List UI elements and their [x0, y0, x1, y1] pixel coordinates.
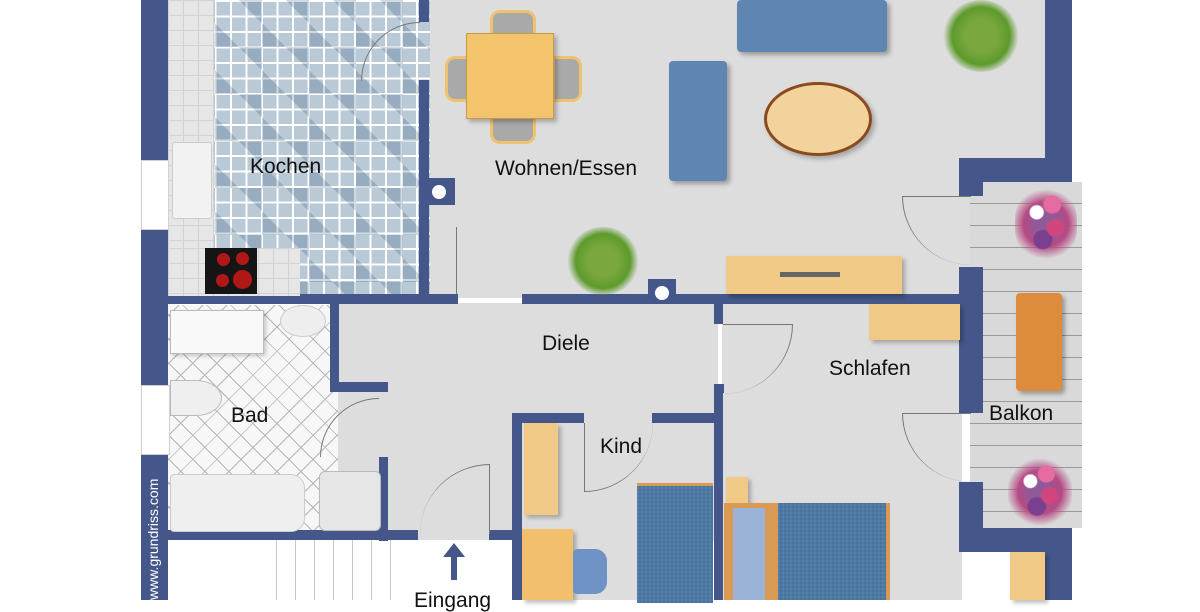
wall-balcony-top-stub	[959, 158, 983, 196]
entrance-arrow-icon	[443, 543, 465, 581]
room-label-bad: Bad	[231, 404, 269, 427]
room-label-eingang: Eingang	[414, 589, 492, 612]
wall-kind-top-left	[512, 413, 584, 423]
outer-wall-left	[141, 0, 168, 600]
wall-kitchen-living	[419, 80, 429, 298]
column-marker	[655, 286, 669, 300]
washbasin	[280, 305, 326, 337]
double-bed	[778, 503, 886, 600]
flower-box	[1015, 185, 1077, 263]
wall-kind-left	[512, 413, 522, 600]
ceramic-hob	[205, 248, 257, 294]
shower-tray	[319, 471, 381, 531]
wall-horizontal-mid-left	[168, 294, 458, 304]
room-label-wohnen-essen: Wohnen/Essen	[495, 157, 638, 180]
wall-balcony-bottom-stub	[959, 482, 983, 532]
nightstand	[726, 477, 748, 505]
deck-chair	[1016, 293, 1062, 391]
dining-table	[466, 33, 554, 119]
bathtub	[170, 474, 305, 532]
potted-plant	[567, 227, 639, 295]
window-kitchen[interactable]	[141, 160, 170, 230]
wall-bath-hall-upper	[330, 304, 339, 392]
outer-wall-right-top	[1045, 0, 1072, 182]
wardrobe	[524, 423, 558, 515]
staircase	[258, 540, 398, 600]
tv	[780, 272, 840, 277]
wall-kitchen-living-upper	[419, 0, 429, 22]
outer-wall-right-bottom	[1045, 528, 1072, 600]
desk	[522, 529, 573, 600]
wardrobe	[869, 304, 960, 340]
desk-chair	[573, 549, 607, 594]
wall-balcony-mid	[959, 267, 983, 413]
wall-kind-top-right	[652, 413, 722, 423]
kitchen-sink	[172, 142, 212, 219]
flower-box	[1008, 456, 1072, 528]
three-seat-sofa	[737, 0, 887, 52]
column-marker	[432, 185, 446, 199]
bathroom-vanity	[170, 310, 264, 354]
window-bath[interactable]	[141, 385, 170, 455]
wall-hall-schlafen-lower	[714, 393, 723, 600]
pillow	[733, 508, 765, 600]
room-label-balkon: Balkon	[989, 402, 1054, 425]
wall-schlafen-step	[714, 384, 724, 393]
wall-hall-schlafen-upper	[714, 304, 723, 324]
watermark: www.grundriss.com	[145, 478, 161, 600]
wall-bath-bottom	[168, 530, 418, 540]
wall-bath-hall-step	[330, 382, 388, 392]
wall-horizontal-mid-right	[522, 294, 970, 304]
room-label-diele: Diele	[542, 332, 590, 355]
potted-plant	[943, 0, 1019, 72]
room-label-schlafen: Schlafen	[829, 357, 911, 380]
room-label-kochen: Kochen	[250, 155, 322, 178]
door-living[interactable]	[456, 227, 523, 294]
oval-coffee-table	[764, 82, 872, 156]
two-seat-sofa	[669, 61, 727, 181]
single-bed	[637, 483, 713, 603]
dining-chair-right	[552, 56, 582, 102]
toilet	[170, 380, 222, 416]
wardrobe-right	[1010, 552, 1045, 600]
wall-entrance-right	[489, 530, 522, 540]
wall-bath-hall-lower	[379, 457, 388, 541]
room-label-kind: Kind	[600, 435, 643, 458]
